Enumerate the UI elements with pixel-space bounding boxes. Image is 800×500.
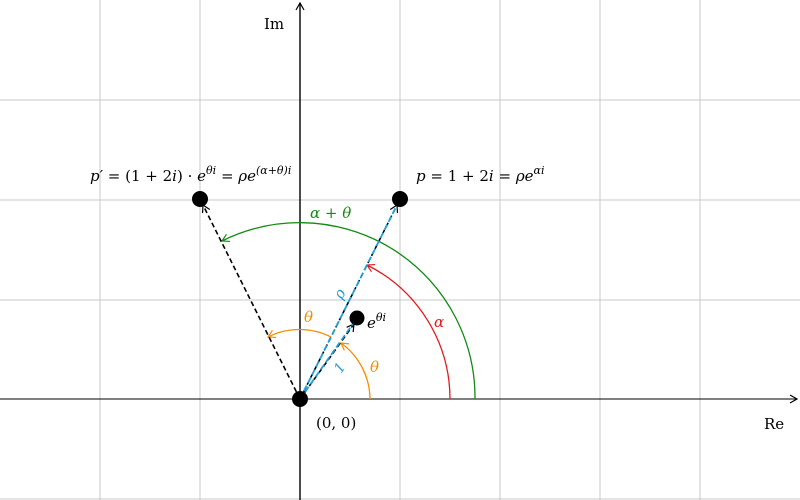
p-label: p = 1 + 2i = ρeαi: [416, 164, 544, 185]
alpha-arc: [365, 263, 451, 400]
alpha-plus-theta-arc: [220, 222, 476, 400]
theta-arc-from-p: [266, 328, 332, 339]
theta-label-lower: θ: [370, 358, 379, 376]
vector-unit-blue: [299, 317, 358, 400]
alpha-label: α: [434, 313, 444, 331]
vector-p-prime: [201, 203, 301, 400]
unit-rotation-label: eθi: [367, 311, 386, 332]
p-prime-label: p′ = (1 + 2i) · eθi = ρe(α+θ)i: [90, 164, 291, 185]
point-origin: [292, 391, 308, 407]
alpha-plus-theta-label: α + θ: [310, 204, 351, 222]
point-p-prime: [192, 191, 208, 207]
theta-label-upper: θ: [304, 308, 313, 326]
imaginary-axis-label: Im: [264, 15, 284, 33]
theta-arc-from-real-axis: [340, 342, 371, 400]
point-p: [392, 191, 408, 207]
vector-p-blue: [299, 198, 401, 400]
one-label: 1: [331, 360, 349, 376]
origin-label: (0, 0): [316, 414, 356, 432]
point-unit-rotation: [349, 310, 365, 326]
real-axis-label: Re: [764, 415, 784, 433]
